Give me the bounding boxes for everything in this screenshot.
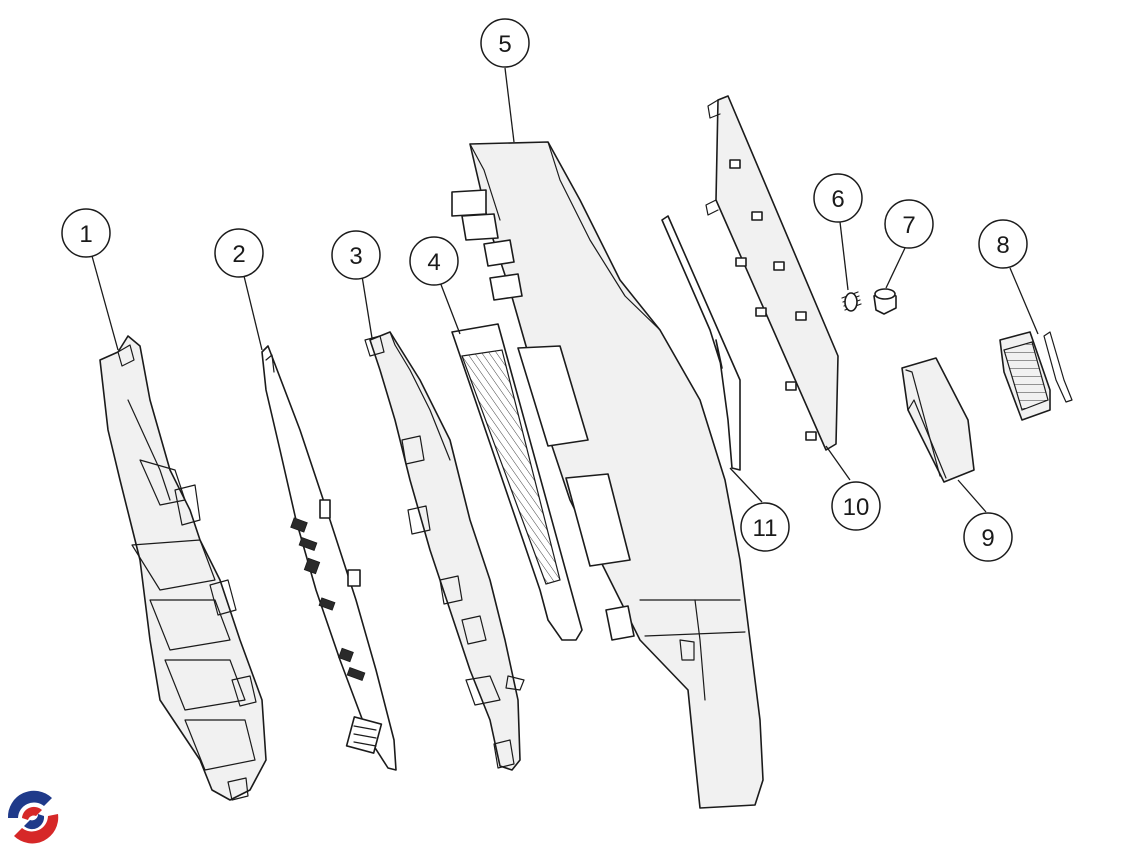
callout-7: 7: [884, 199, 934, 249]
leader-1: [91, 255, 119, 351]
callout-8: 8: [978, 219, 1028, 269]
part-1-rear-housing: [99, 335, 267, 801]
leader-6: [839, 221, 849, 291]
part-7-cap: [873, 288, 897, 315]
callout-11: 11: [740, 502, 790, 552]
callout-8-label: 8: [996, 232, 1009, 259]
callout-3-label: 3: [349, 243, 362, 270]
callout-4: 4: [409, 236, 459, 286]
callout-2-label: 2: [232, 241, 245, 268]
callout-3: 3: [331, 230, 381, 280]
callout-4-label: 4: [427, 249, 440, 276]
leader-11: [729, 467, 763, 503]
part-9-bezel-ring: [901, 357, 975, 483]
part-2-circuit-board: [261, 345, 397, 771]
callout-6-label: 6: [831, 186, 844, 213]
callout-10: 10: [831, 481, 881, 531]
part-3-mounting-frame: [364, 331, 525, 771]
callout-7-label: 7: [902, 212, 915, 239]
callout-5-label: 5: [498, 31, 511, 58]
leader-3: [361, 275, 373, 339]
leader-4: [439, 281, 461, 335]
part-5-front-cover: [451, 141, 764, 809]
leader-8: [1009, 267, 1039, 335]
part-11-gasket-film: [661, 215, 741, 471]
callout-1: 1: [61, 208, 111, 258]
callout-6: 6: [813, 173, 863, 223]
leader-2: [243, 275, 263, 351]
part-4-display-panel: [451, 323, 583, 641]
callout-11-label: 11: [753, 515, 778, 542]
callout-1-label: 1: [79, 221, 92, 248]
callout-10-label: 10: [843, 494, 870, 521]
part-6-spring: [841, 291, 862, 312]
part-10-button-strip: [705, 95, 839, 451]
callout-5: 5: [480, 18, 530, 68]
leader-5: [504, 67, 515, 143]
leader-9: [957, 479, 987, 513]
callout-9-label: 9: [981, 525, 994, 552]
leader-7: [885, 247, 906, 289]
callout-2: 2: [214, 228, 264, 278]
leader-lines: [91, 67, 1039, 513]
leader-10: [825, 445, 851, 481]
part-8-knob: [999, 331, 1073, 421]
brand-swirl-logo-icon: [4, 788, 60, 844]
callout-9: 9: [963, 512, 1013, 562]
